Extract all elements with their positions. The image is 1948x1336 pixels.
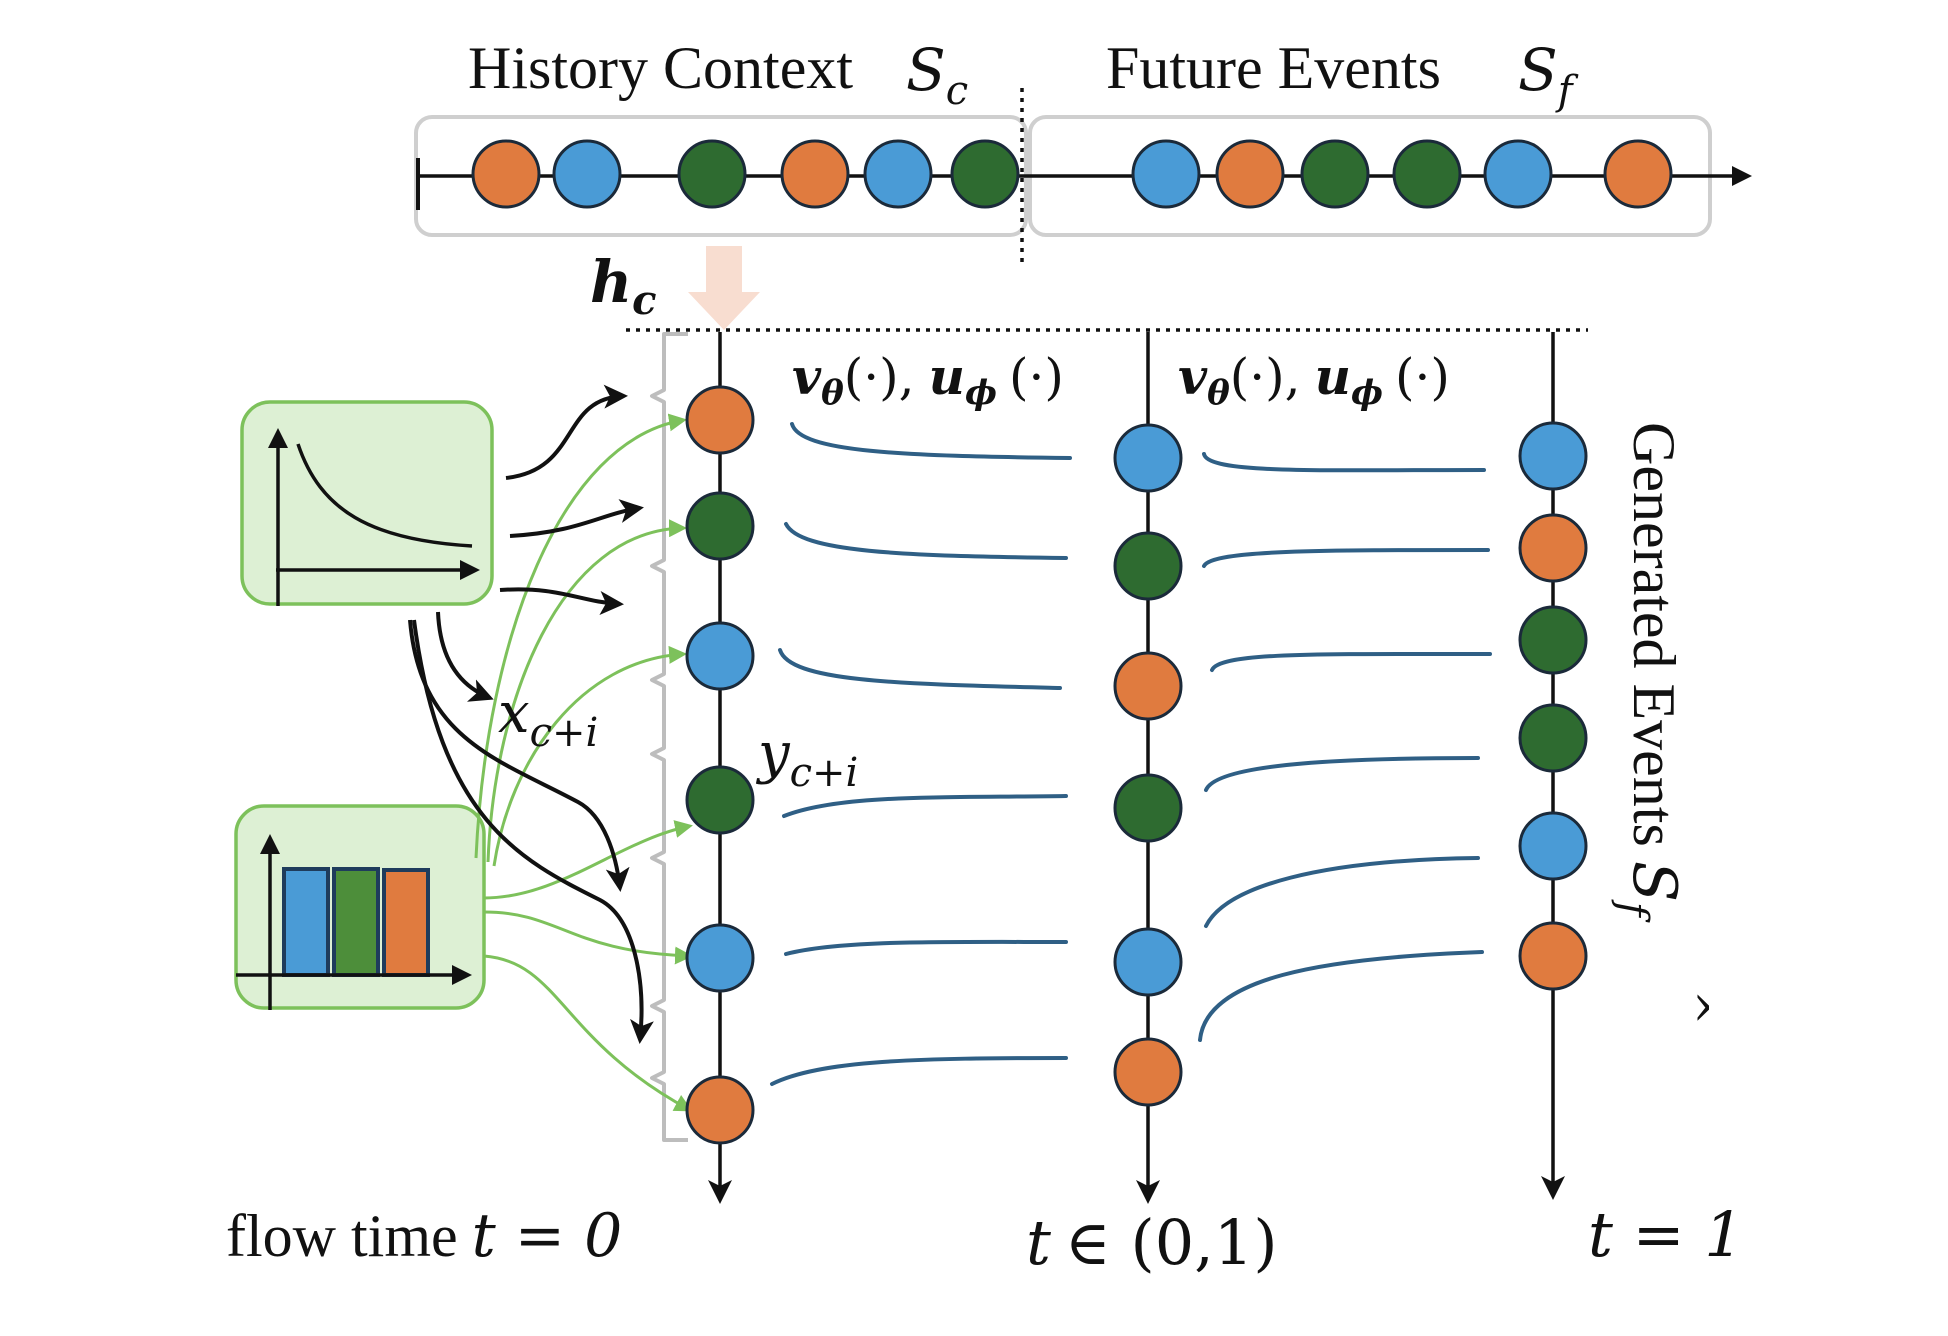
event-blue — [1483, 139, 1553, 209]
history-context-symbol: Sc — [906, 36, 968, 114]
green-arrow — [483, 820, 693, 900]
event-blue — [1113, 927, 1183, 997]
generated-events-label: Generated EventsSf ^ — [1610, 422, 1717, 1025]
mark-distribution-panel — [234, 804, 486, 1010]
flow-curve — [782, 794, 1068, 818]
flow-curve — [784, 939, 1068, 956]
event-orange — [685, 1075, 755, 1145]
event-green — [677, 139, 747, 209]
green-arrow — [492, 645, 687, 867]
green-arrow — [483, 910, 693, 965]
black-arrow — [412, 619, 654, 1044]
flow-curve — [1202, 452, 1486, 473]
event-blue — [863, 139, 933, 209]
y-label: yc+i — [755, 721, 858, 796]
t-end-label: t = 1 — [1588, 1198, 1744, 1271]
black-arrow — [509, 499, 644, 538]
flow-curve — [1198, 950, 1484, 1042]
green-arrow — [483, 954, 693, 1112]
future-events-title: Future Events — [1106, 35, 1441, 101]
functions-label-left: vθ(·),uϕ(·) — [792, 347, 1064, 413]
flow-curve — [1210, 651, 1492, 672]
svg-text:^: ^ — [1668, 990, 1717, 1025]
history-events — [471, 139, 1020, 209]
green-arrow — [486, 519, 687, 863]
h-c-label: hc — [590, 248, 657, 324]
event-blue — [1113, 423, 1183, 493]
event-green — [1518, 703, 1588, 773]
event-green — [1518, 605, 1588, 675]
sample-brace — [650, 332, 688, 1142]
context-arrow-icon — [688, 246, 760, 330]
event-green — [1300, 139, 1370, 209]
flow-curve — [1204, 756, 1480, 792]
event-orange — [1603, 139, 1673, 209]
decay-curve-icon — [268, 428, 480, 606]
future-events-symbol: Sf — [1518, 36, 1579, 114]
intensity-panel — [240, 400, 494, 606]
events-tmid — [1113, 423, 1183, 1107]
event-green — [950, 139, 1020, 209]
flow-curve — [1204, 856, 1480, 928]
event-orange — [1113, 651, 1183, 721]
green-arrow — [474, 413, 687, 859]
t-interval-label: t∈ (0,1) — [1026, 1206, 1278, 1279]
event-blue — [685, 923, 755, 993]
flow-curve — [1202, 548, 1490, 568]
flow-curve — [790, 422, 1072, 460]
flow-curve — [770, 1056, 1068, 1086]
black-arrow — [499, 587, 624, 615]
event-green — [1113, 773, 1183, 843]
flow-curve — [784, 522, 1068, 560]
x-label: xc+i — [498, 681, 598, 756]
functions-label-right: vθ(·),uϕ(·) — [1178, 347, 1450, 413]
events-t0 — [685, 385, 755, 1145]
event-green — [685, 491, 755, 561]
context-embedding: hc — [590, 246, 760, 330]
event-orange — [1113, 1037, 1183, 1107]
event-orange — [780, 139, 850, 209]
flow-curve — [778, 648, 1062, 690]
event-blue — [1518, 421, 1588, 491]
event-blue — [1518, 811, 1588, 881]
event-green — [685, 765, 755, 835]
intensity-panel-box — [240, 400, 494, 606]
event-blue — [1131, 139, 1201, 209]
event-blue — [685, 621, 755, 691]
flow-curves — [770, 422, 1492, 1086]
history-context-title: History Context — [468, 35, 853, 101]
event-orange — [1518, 921, 1588, 991]
histogram-icon — [236, 834, 472, 1010]
future-events — [1131, 139, 1673, 209]
black-arrow — [505, 384, 628, 480]
event-orange — [685, 385, 755, 455]
event-blue — [552, 139, 622, 209]
events-t1 — [1518, 421, 1588, 991]
event-green — [1392, 139, 1462, 209]
event-orange — [1215, 139, 1285, 209]
top-timeline: History Context Sc Future Events Sf — [414, 35, 1752, 268]
intensity-arrows — [408, 384, 654, 1044]
mark-arrows — [474, 413, 693, 1112]
black-arrow — [436, 611, 494, 702]
svg-text:Generated EventsSf: Generated EventsSf — [1610, 422, 1689, 923]
event-orange — [1518, 513, 1588, 583]
event-green — [1113, 531, 1183, 601]
event-orange — [471, 139, 541, 209]
